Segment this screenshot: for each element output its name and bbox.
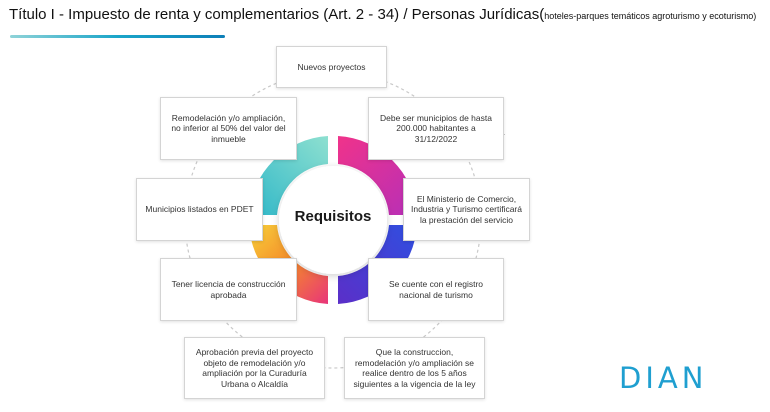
box-ministerio: El Ministerio de Comercio, Industria y T… (403, 178, 530, 241)
box-municipios-habitantes: Debe ser municipios de hasta 200.000 hab… (368, 97, 504, 160)
ring-segment-magenta (338, 136, 417, 215)
center-label: Requisitos (294, 208, 372, 225)
title-underline (10, 35, 225, 38)
box-nuevos-proyectos: Nuevos proyectos (276, 46, 387, 88)
title-main: Título I - Impuesto de renta y complemen… (9, 6, 545, 23)
box-registro: Se cuente con el registro nacional de tu… (368, 258, 504, 321)
box-aprobacion: Aprobación previa del proyecto objeto de… (184, 337, 325, 399)
box-licencia: Tener licencia de construcción aprobada (160, 258, 297, 321)
dian-logo: DIAN (619, 361, 708, 395)
box-remodelacion: Remodelación y/o ampliación, no inferior… (160, 97, 297, 160)
center-disc (279, 166, 387, 274)
ring-segment-teal (249, 136, 328, 215)
box-construccion: Que la construccion, remodelación y/o am… (344, 337, 485, 399)
page-title: Título I - Impuesto de renta y complemen… (9, 6, 761, 23)
box-municipios-pdet: Municipios listados en PDET (136, 178, 263, 241)
title-subtitle: hoteles-parques temáticos agroturismo y … (544, 11, 757, 21)
